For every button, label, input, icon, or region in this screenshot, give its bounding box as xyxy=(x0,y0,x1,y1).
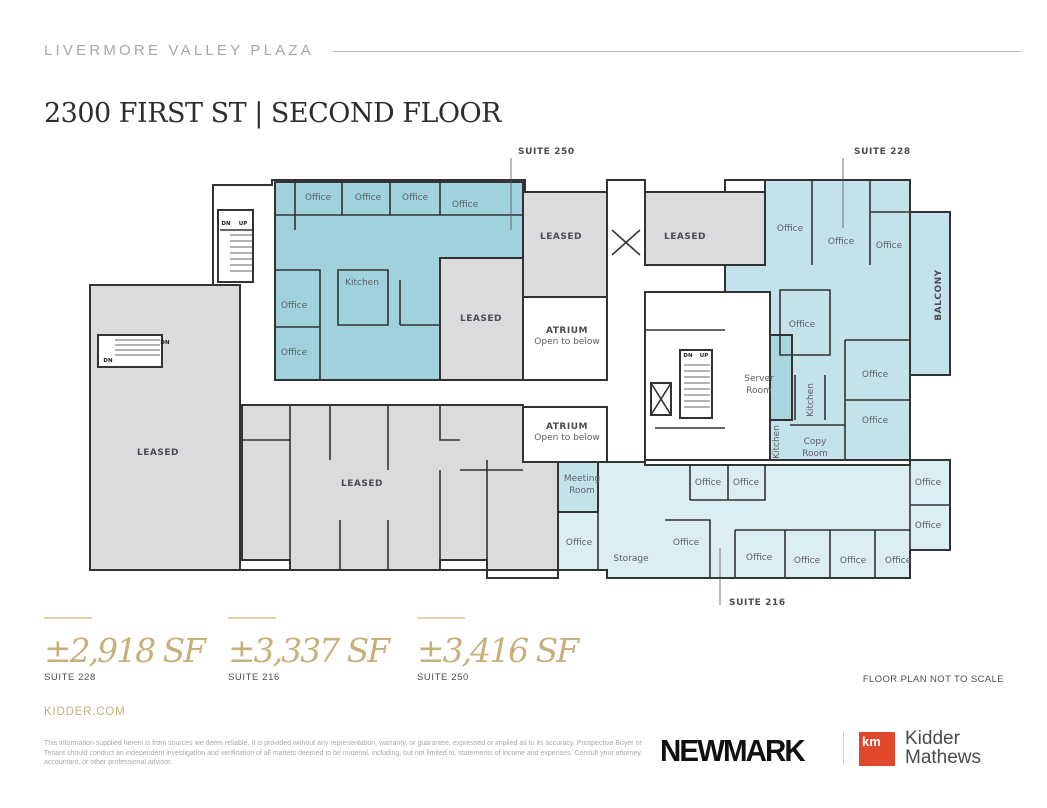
room-label: Kitchen xyxy=(772,425,782,459)
room-label: LEASED xyxy=(540,232,582,242)
stat-rule xyxy=(228,617,276,619)
stat-suite-216: ±3,337 SF SUITE 216 xyxy=(228,617,408,683)
room-label: Office xyxy=(733,478,760,488)
room-label: BALCONY xyxy=(934,269,944,320)
room-label: Kitchen xyxy=(806,383,816,417)
atrium-south xyxy=(522,406,608,463)
header-rule xyxy=(333,51,1021,52)
logo-kidder: Kidder xyxy=(905,728,960,749)
stat-area: ±3,337 SF xyxy=(228,631,390,670)
stairwell-west xyxy=(217,209,254,283)
room-label: Copy xyxy=(804,437,828,447)
room-label: Storage xyxy=(613,554,649,564)
leased-left xyxy=(89,284,241,571)
room-label: Meeting xyxy=(564,474,600,484)
page-title: 2300 FIRST ST | SECOND FLOOR xyxy=(44,98,502,129)
lobby-x-icon xyxy=(611,229,641,256)
stair-label: UP xyxy=(700,353,709,359)
stair-label: DN xyxy=(103,358,113,364)
room-label: Open to below xyxy=(534,337,599,347)
scale-note: FLOOR PLAN NOT TO SCALE xyxy=(862,674,1004,685)
room-label: Office xyxy=(777,224,804,234)
suite-216-area xyxy=(557,459,951,579)
stair-label: DN xyxy=(683,353,693,359)
stat-suite-250: ±3,416 SF SUITE 250 xyxy=(417,617,597,683)
room-label: Office xyxy=(885,556,912,566)
room-label: Office xyxy=(828,237,855,247)
room-label: Office xyxy=(305,193,332,203)
room-label: ATRIUM xyxy=(546,326,588,336)
room-label: Office xyxy=(566,538,593,548)
newmark-logo: NEWMARK xyxy=(660,733,806,768)
room-label: Office xyxy=(281,348,308,358)
room-label: Office xyxy=(915,478,942,488)
room-label: Server xyxy=(744,374,774,384)
room-label: Room xyxy=(746,386,772,396)
leased-top-right xyxy=(644,191,766,266)
stair-label: DN xyxy=(160,340,170,346)
stat-suite: SUITE 216 xyxy=(228,672,280,683)
room-label: LEASED xyxy=(460,314,502,324)
disclaimer: This information supplied herein is from… xyxy=(44,740,643,767)
room-label: ATRIUM xyxy=(546,422,588,432)
kidder-mathews-logo-mark: km xyxy=(859,732,895,766)
stat-rule xyxy=(44,617,92,619)
suite-216-callout: SUITE 216 xyxy=(729,598,786,608)
atrium-north xyxy=(522,296,608,381)
property-name: LIVERMORE VALLEY PLAZA xyxy=(44,42,314,59)
stat-area: ±3,416 SF xyxy=(417,631,579,670)
suite-250-callout: SUITE 250 xyxy=(518,147,575,157)
room-label: Office xyxy=(402,193,429,203)
room-label: Kitchen xyxy=(345,278,379,288)
stair-label: DN xyxy=(221,221,231,227)
room-label: Office xyxy=(840,556,867,566)
room-label: Office xyxy=(862,370,889,380)
room-label: Office xyxy=(862,416,889,426)
room-label: Office xyxy=(355,193,382,203)
stat-area: ±2,918 SF xyxy=(44,631,206,670)
room-label: Office xyxy=(915,521,942,531)
room-label: Room xyxy=(802,449,828,459)
room-label: Office xyxy=(746,553,773,563)
interior-walls xyxy=(220,180,950,578)
logo-divider xyxy=(843,731,844,765)
kidder-mathews-logo-text: Kidder Mathews xyxy=(905,729,981,767)
suite-228-callout: SUITE 228 xyxy=(854,147,911,157)
room-label: Room xyxy=(569,486,595,496)
stair-treads xyxy=(115,234,710,408)
room-label: Office xyxy=(452,200,479,210)
room-label: Office xyxy=(876,241,903,251)
stat-suite: SUITE 228 xyxy=(44,672,96,683)
room-label: Open to below xyxy=(534,433,599,443)
room-label: LEASED xyxy=(341,479,383,489)
room-label: LEASED xyxy=(137,448,179,458)
room-label: Office xyxy=(789,320,816,330)
room-label: Office xyxy=(695,478,722,488)
balcony xyxy=(909,211,951,376)
logo-mathews: Mathews xyxy=(905,747,982,768)
leased-top-center xyxy=(522,191,608,298)
stat-suite: SUITE 250 xyxy=(417,672,469,683)
website-link[interactable]: KIDDER.COM xyxy=(44,706,126,718)
stair-label: UP xyxy=(239,221,248,227)
meeting-room xyxy=(557,461,599,513)
elevator-x-icon xyxy=(650,382,672,416)
stat-suite-228: ±2,918 SF SUITE 228 xyxy=(44,617,224,683)
room-label: Office xyxy=(281,301,308,311)
stat-rule xyxy=(417,617,465,619)
room-label: Office xyxy=(673,538,700,548)
room-label: LEASED xyxy=(664,232,706,242)
leased-in-250 xyxy=(439,257,524,381)
room-label: Office xyxy=(794,556,821,566)
stairwell-core xyxy=(679,349,713,419)
